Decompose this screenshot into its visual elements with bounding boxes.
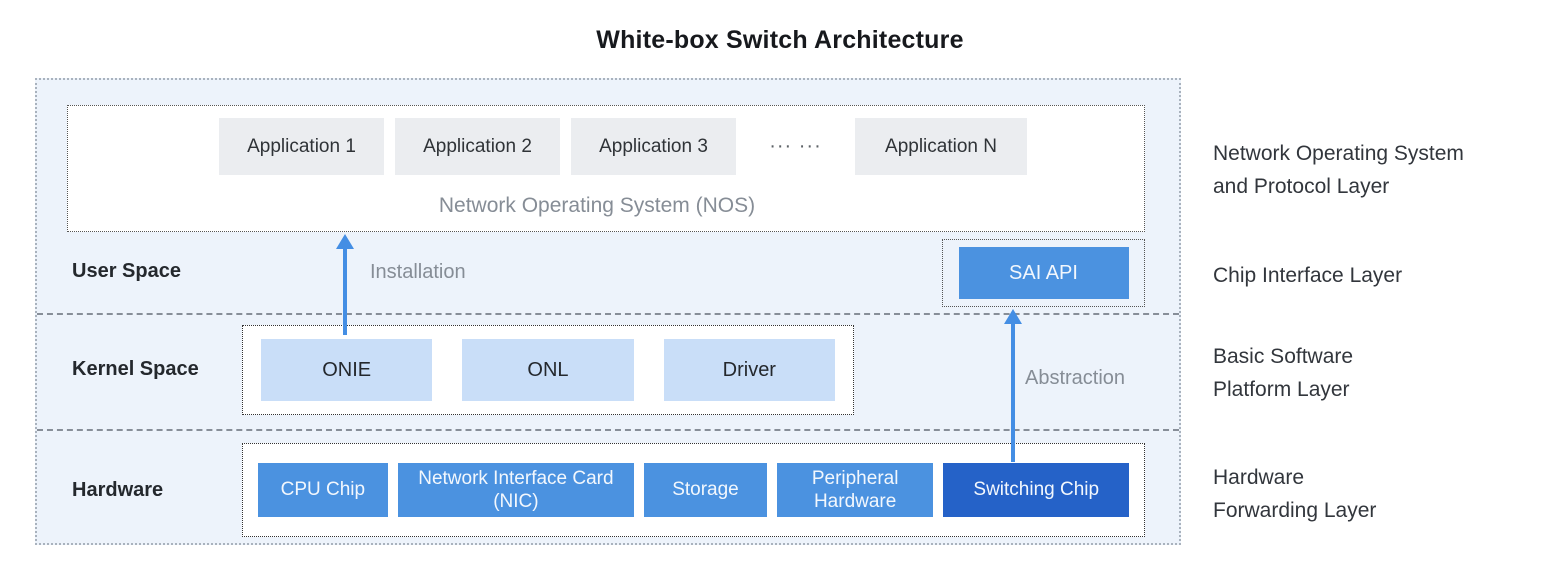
kernel-space-label: Kernel Space [72,358,199,380]
nos-caption: Network Operating System (NOS) [438,194,756,217]
application-3-box: Application 3 [571,118,736,175]
onie-box: ONIE [261,339,433,401]
nic-box: Network Interface Card (NIC) [397,463,635,517]
hardware-container: CPU Chip Network Interface Card (NIC) St… [242,443,1145,537]
installation-arrow-shaft [343,248,347,335]
layer-label-hardware-forwarding: Hardware Forwarding Layer [1213,466,1377,522]
installation-annotation: Installation [370,261,466,283]
abstraction-annotation: Abstraction [1025,367,1126,389]
application-n-box: Application N [855,118,1027,175]
switch-architecture-container: Application 1 Application 2 Application … [35,78,1181,545]
installation-arrow-up-icon [336,234,354,249]
driver-box: Driver [663,339,835,401]
diagram-title: White-box Switch Architecture [596,26,964,54]
sai-api-box: SAI API [958,247,1129,299]
ellipsis-dots: ··· ··· [769,135,822,157]
kernel-container: ONIE ONL Driver [242,325,854,415]
application-2-box: Application 2 [395,118,560,175]
user-space-label: User Space [72,260,181,282]
nos-container: Application 1 Application 2 Application … [67,105,1145,232]
cpu-chip-box: CPU Chip [258,463,388,517]
abstraction-arrow-up-icon [1004,309,1022,324]
hardware-label: Hardware [72,479,164,501]
storage-box: Storage [644,463,767,517]
user-kernel-divider [37,313,1179,315]
sai-api-container: SAI API [942,239,1145,307]
abstraction-arrow-shaft [1011,323,1015,462]
application-1-box: Application 1 [219,118,384,175]
kernel-hardware-divider [37,429,1179,431]
layer-label-basic-software: Basic Software Platform Layer [1213,345,1354,401]
onl-box: ONL [462,339,634,401]
layer-label-chip-interface: Chip Interface Layer [1213,264,1403,287]
layer-label-nos-protocol: Network Operating System and Protocol La… [1213,142,1464,198]
switching-chip-box: Switching Chip [943,463,1129,517]
peripheral-hardware-box: Peripheral Hardware [776,463,934,517]
application-row: Application 1 Application 2 Application … [219,118,1027,175]
